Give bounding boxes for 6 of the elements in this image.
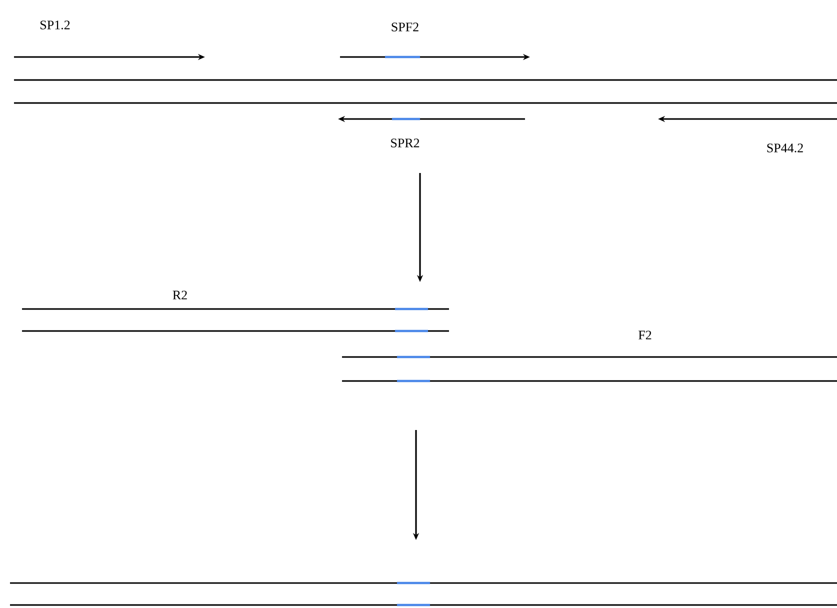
primer-label: SPR2 [391, 138, 420, 148]
primer-label: F2 [638, 330, 652, 340]
primer-label: SP44.2 [767, 144, 803, 152]
primer-label: R2 [172, 290, 187, 300]
primer-label: SPF2 [392, 22, 418, 32]
primer-label: SP1.2 [40, 20, 70, 30]
